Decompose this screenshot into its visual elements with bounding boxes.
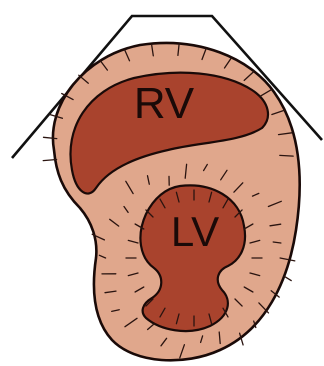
fiber-line: [280, 155, 293, 156]
lv-label: LV: [171, 208, 219, 255]
rv-label: RV: [134, 79, 195, 128]
fiber-line: [284, 276, 291, 280]
